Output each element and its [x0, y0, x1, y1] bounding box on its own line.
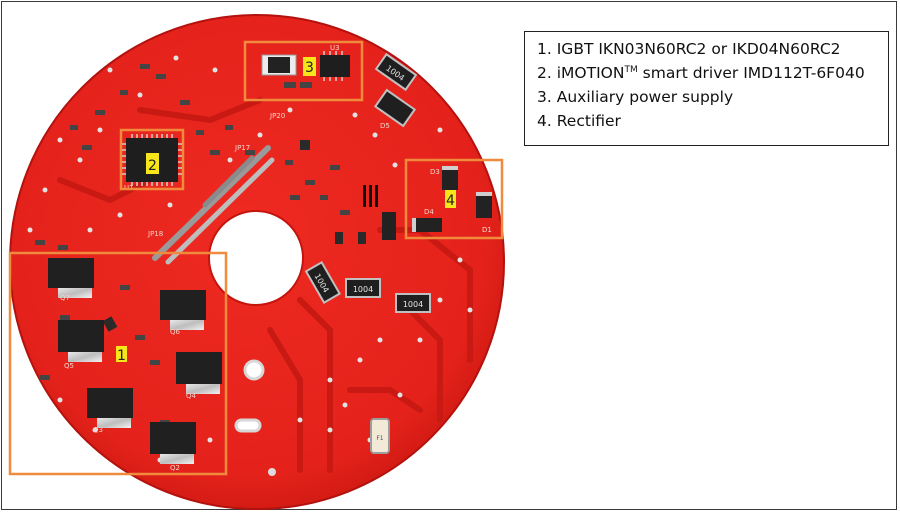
svg-text:JP18: JP18: [147, 230, 163, 238]
small-smd-components: [35, 64, 378, 425]
svg-text:D5: D5: [380, 122, 390, 130]
svg-text:Q3: Q3: [93, 426, 103, 434]
number-markers: 1 2 3 4: [116, 57, 456, 364]
vias: [27, 55, 473, 463]
svg-text:Q2: Q2: [170, 464, 180, 472]
svg-text:JP20: JP20: [269, 112, 285, 120]
rectifier-diodes: [382, 166, 492, 240]
legend-item-aux-supply: 3. Auxiliary power supply: [537, 85, 888, 109]
legend-item-text: iMOTION: [556, 64, 625, 82]
silkscreen-labels: Q7 Q5 Q3 Q6 Q4 Q2 U1 U3 D5 D1 D4 D3 JP17…: [60, 44, 492, 472]
legend-item-text-suffix: smart driver IMD112T-6F040: [637, 64, 865, 82]
resistor-marking-d: 1004: [403, 300, 423, 309]
legend-item-number: 4.: [537, 112, 552, 130]
jumper-wires: [152, 145, 275, 265]
svg-text:U3: U3: [330, 44, 340, 52]
legend-box: 1. IGBT IKN03N60RC2 or IKD04N60RC2 2. iM…: [524, 31, 889, 146]
svg-text:Q4: Q4: [186, 392, 197, 400]
svg-text:D1: D1: [482, 226, 492, 234]
legend-item-driver: 2. iMOTIONTM smart driver IMD112T-6F040: [537, 61, 888, 85]
trademark-superscript: TM: [624, 64, 638, 75]
igbt-packages: [48, 258, 222, 464]
highlight-box-driver: [119, 128, 185, 191]
marker-2: 2: [148, 158, 157, 174]
marker-1: 1: [117, 348, 126, 364]
legend-item-number: 2.: [537, 64, 552, 82]
legend-item-number: 1.: [537, 40, 552, 58]
svg-text:Q5: Q5: [64, 362, 74, 370]
highlight-box-igbt: [8, 251, 228, 476]
legend-item-text: Auxiliary power supply: [556, 88, 734, 106]
svg-text:JP17: JP17: [234, 144, 250, 152]
svg-text:Q6: Q6: [170, 328, 181, 336]
legend-item-text: Rectifier: [556, 112, 621, 130]
marker-4: 4: [446, 193, 455, 209]
svg-text:D3: D3: [430, 168, 440, 176]
legend-item-rectifier: 4. Rectifier: [537, 109, 888, 133]
power-resistors: 1004 1004 1004 1004: [304, 52, 431, 313]
aux-power-components: [261, 51, 350, 88]
svg-text:Q7: Q7: [60, 294, 70, 302]
highlight-boxes: [8, 40, 504, 476]
legend-item-igbt: 1. IGBT IKN03N60RC2 or IKD04N60RC2: [537, 37, 888, 61]
copper-traces: [57, 97, 473, 473]
legend-item-number: 3.: [537, 88, 552, 106]
marker-3: 3: [305, 60, 314, 76]
imotion-driver-ic: [122, 134, 182, 186]
mounting-holes: [234, 359, 276, 476]
fuse: F1: [370, 418, 390, 454]
center-hole: [208, 210, 304, 306]
svg-text:F1: F1: [376, 435, 383, 442]
svg-text:D4: D4: [424, 208, 434, 216]
resistor-marking-c: 1004: [353, 285, 373, 294]
highlight-box-rectifier: [404, 158, 504, 240]
legend-item-text: IGBT IKN03N60RC2 or IKD04N60RC2: [556, 40, 841, 58]
highlight-box-aux-supply: [243, 40, 364, 102]
